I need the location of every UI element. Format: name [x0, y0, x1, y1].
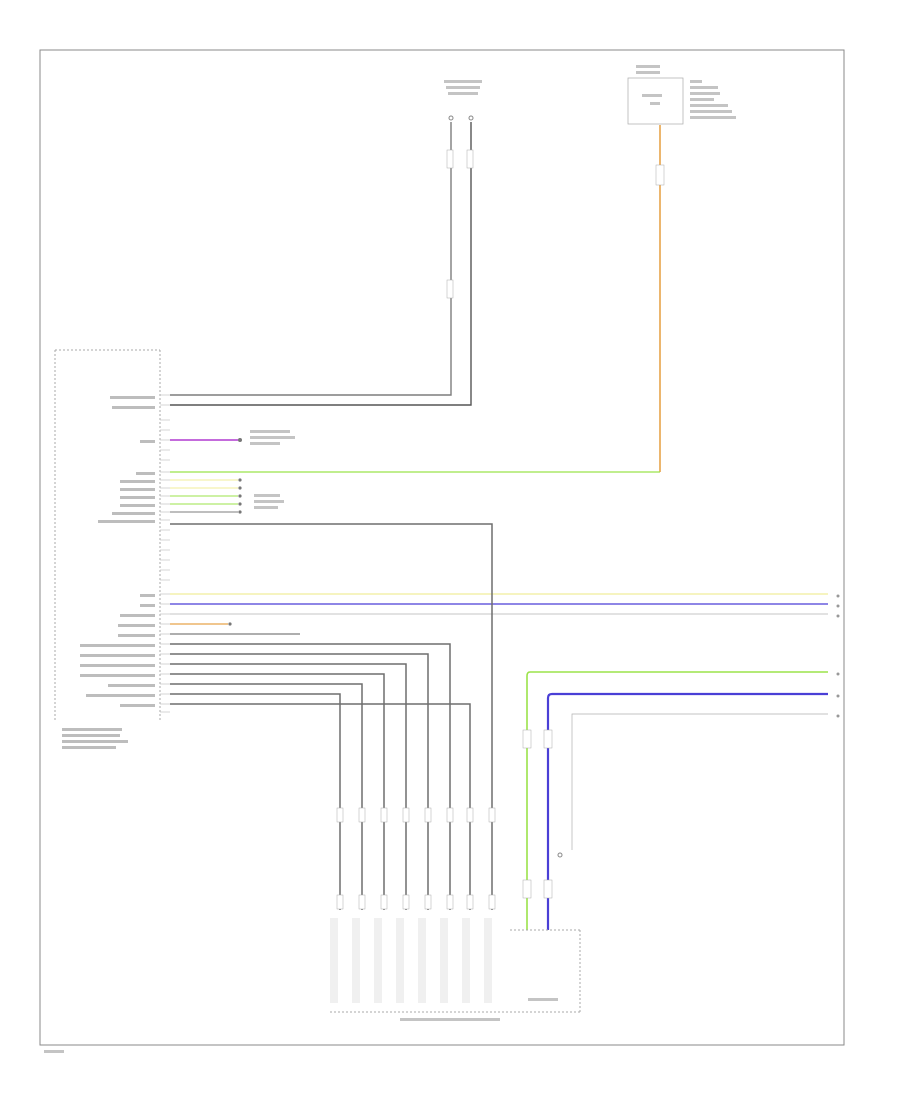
wire-gray-right [571, 713, 828, 850]
battery-feed [170, 125, 665, 473]
top-speaker [444, 80, 482, 121]
module-pin-ticks [160, 394, 170, 713]
control-module [54, 349, 170, 749]
wire-stub-624 [170, 622, 300, 635]
front-module [330, 918, 581, 1021]
wire-speaker-a [170, 122, 452, 396]
speaker-wires [170, 122, 474, 406]
front-module-bundle [170, 523, 493, 910]
purple-branch [170, 430, 295, 445]
footer-mark [44, 1050, 64, 1053]
module-pin-labels [62, 396, 155, 749]
bundle-connectors [336, 807, 496, 910]
wire-blue-right [546, 692, 828, 930]
right-routing [522, 671, 840, 930]
long-horizontal-wires [170, 593, 840, 618]
diagram-frame [39, 49, 845, 1046]
fuse-box [627, 65, 736, 125]
wire-speaker-b [170, 122, 472, 406]
short-stub-wires [170, 478, 284, 514]
wire-green-right [526, 671, 828, 930]
